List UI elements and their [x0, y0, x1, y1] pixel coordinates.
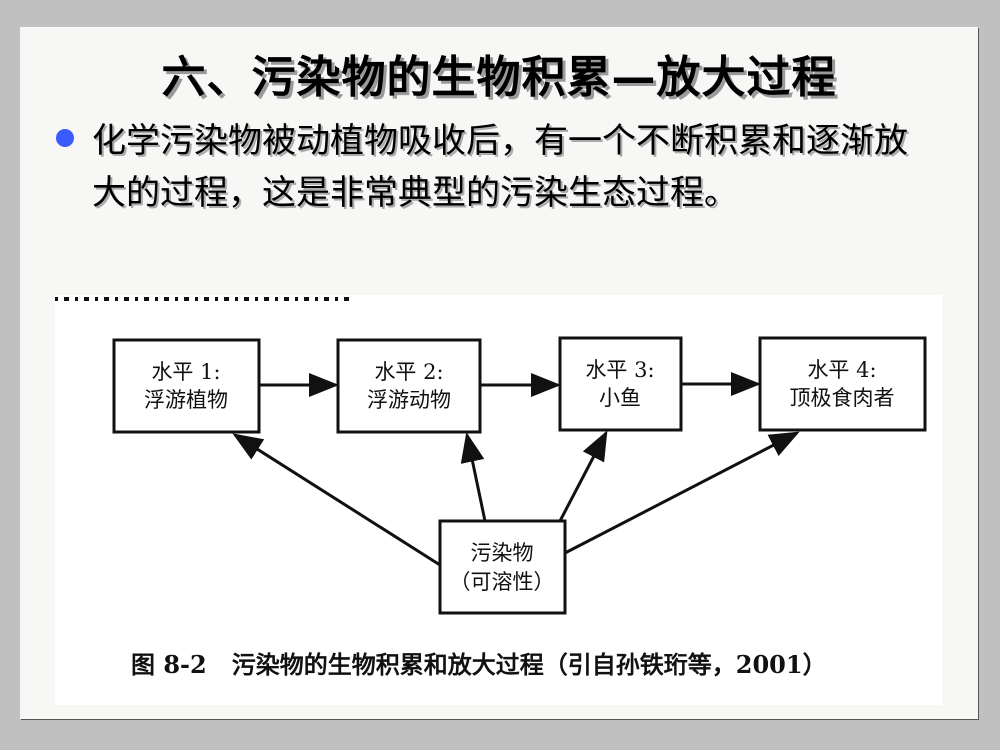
pollutant-box [438, 519, 567, 615]
bullet-text: 化学污染物被动植物吸收后，有一个不断积累和逐渐放大的过程，这是非常典型的污染生态… [92, 121, 908, 213]
level-1-box [112, 338, 261, 434]
level-4-box [758, 336, 927, 432]
bioaccumulation-diagram: 水平 1: 浮游植物 水平 2: 浮游动物 水平 3: 小鱼 水平 4: 顶极食… [112, 336, 927, 615]
level-3-name: 小鱼 [599, 386, 641, 410]
level-3-box [558, 336, 683, 432]
level-2-box [336, 338, 482, 434]
bullet-dot-icon [56, 129, 74, 147]
figure-caption: 图 8-2 污染物的生物积累和放大过程（引自孙铁珩等，2001） [131, 650, 827, 679]
cropped-text-fragment [55, 295, 385, 303]
pollutant-label: 污染物 [471, 541, 534, 565]
level-2-label: 水平 2: [374, 360, 443, 384]
level-3-label: 水平 3: [585, 358, 654, 382]
level-1-label: 水平 1: [151, 360, 220, 384]
pollutant-type: （可溶性） [450, 570, 555, 594]
arrow-src-1 [232, 433, 441, 567]
slide-title: 六、污染物的生物积累—放大过程 [161, 52, 837, 103]
level-4-name: 顶极食肉者 [790, 386, 895, 410]
arrow-src-3 [558, 430, 608, 522]
level-1-name: 浮游植物 [144, 388, 228, 412]
level-4-label: 水平 4: [807, 358, 876, 382]
arrow-src-4 [564, 431, 800, 555]
level-2-name: 浮游动物 [367, 388, 451, 412]
arrow-src-2 [460, 432, 487, 522]
slide: 六、污染物的生物积累—放大过程 化学污染物被动植物吸收后，有一个不断积累和逐渐放… [20, 27, 978, 719]
food-chain-figure: 水平 1: 浮游植物 水平 2: 浮游动物 水平 3: 小鱼 水平 4: 顶极食… [55, 295, 942, 705]
bullet-list: 化学污染物被动植物吸收后，有一个不断积累和逐渐放大的过程，这是非常典型的污染生态… [56, 115, 936, 219]
